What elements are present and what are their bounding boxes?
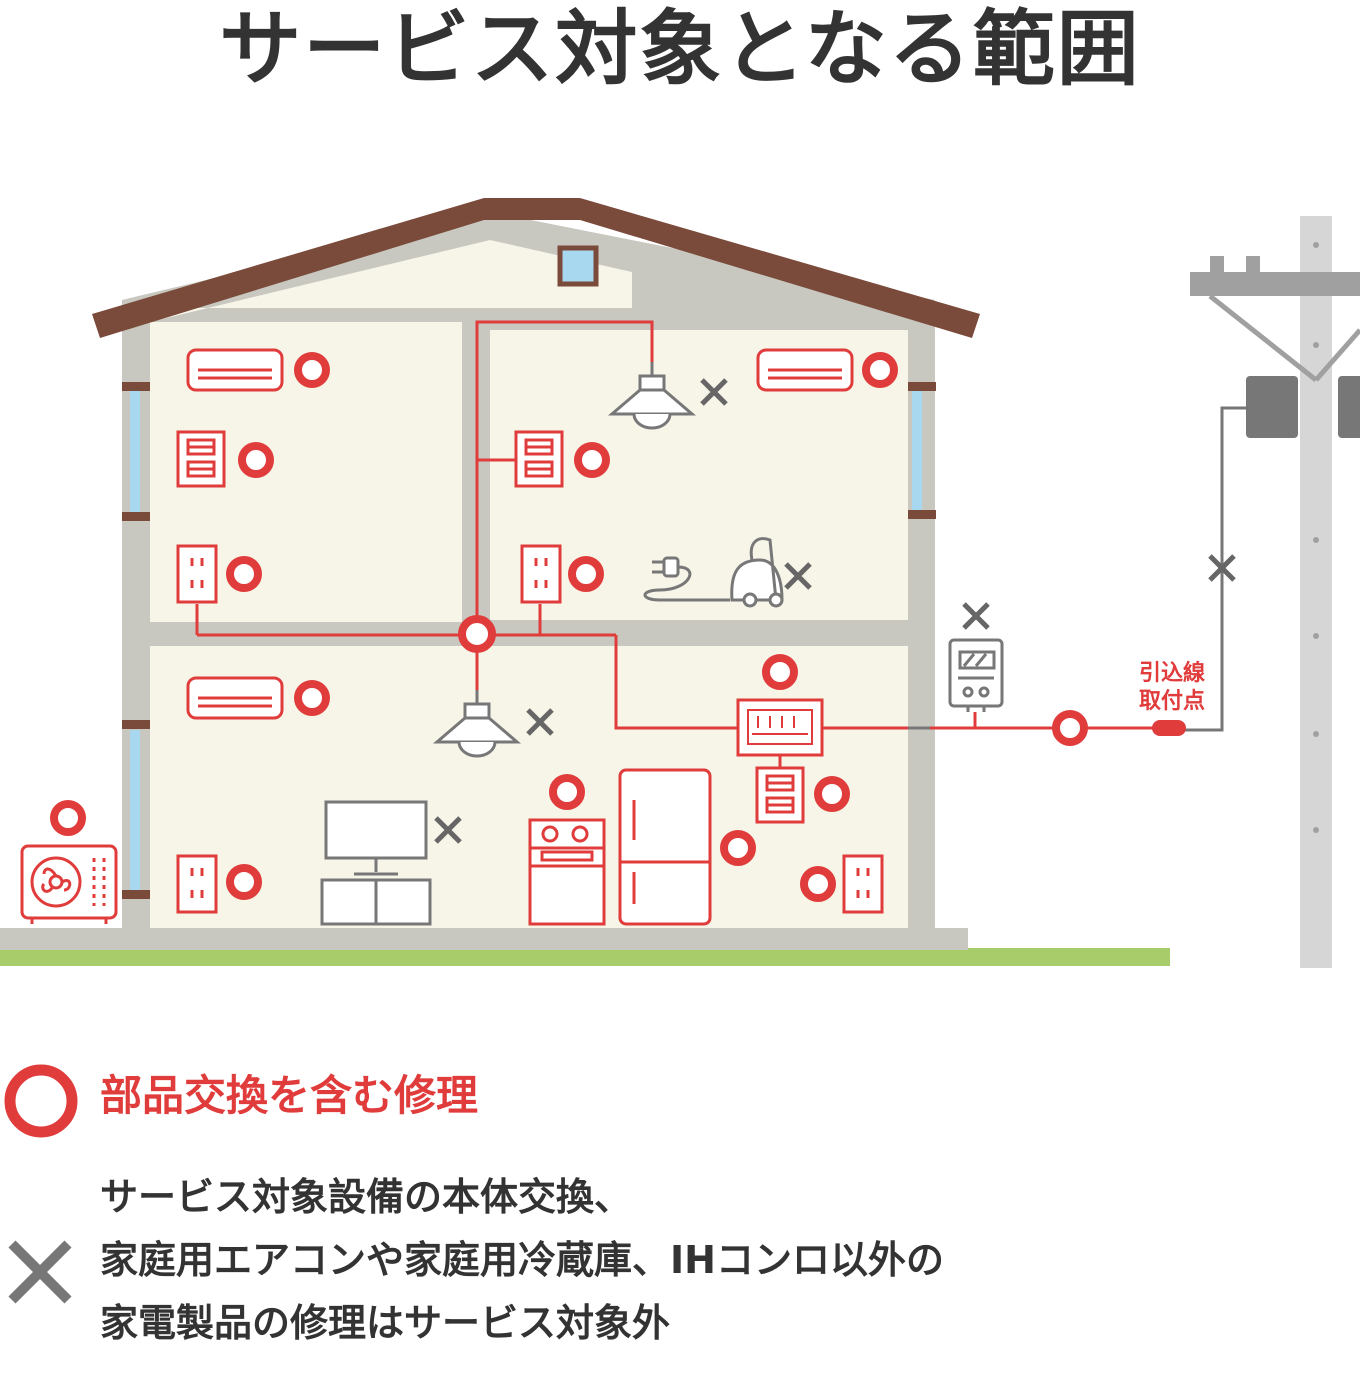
attic-window [557, 245, 599, 287]
legend-ok-label: 部品交換を含む修理 [100, 1071, 479, 1120]
ok-mark [866, 356, 894, 384]
ok-mark [572, 560, 600, 588]
aircon-icon [186, 676, 284, 720]
house-diagram: 引込線 取付点 [0, 198, 1360, 968]
window-left-upper [130, 390, 140, 512]
legend-ng-line-2: 家庭用エアコンや家庭用冷蔵庫、IHコンロ以外の [100, 1238, 944, 1282]
foundation [0, 928, 968, 950]
distribution-board-icon [736, 698, 824, 757]
outlet-icon [520, 544, 562, 604]
ok-mark [818, 780, 846, 808]
roof [92, 198, 980, 338]
outlet-icon [176, 854, 218, 914]
legend-ng-label: サービス対象設備の本体交換、 家庭用エアコンや家庭用冷蔵庫、IHコンロ以外の 家… [100, 1166, 944, 1355]
ok-mark [578, 446, 606, 474]
ok-mark [230, 868, 258, 896]
vacuum-icon [643, 537, 784, 608]
window-right-upper [912, 390, 922, 510]
window-left-lower [130, 730, 140, 890]
ok-mark [298, 356, 326, 384]
ih-stove-icon [528, 818, 606, 926]
aircon-icon [756, 348, 854, 392]
outlet-icon [842, 854, 884, 914]
electric-meter-icon [948, 638, 1004, 712]
ok-mark [766, 658, 794, 686]
page-title: サービス対象となる範囲 [219, 2, 1141, 97]
outdoor-ac-unit-icon [20, 844, 118, 924]
ng-mark [964, 604, 988, 628]
ok-mark [1056, 714, 1084, 742]
switch-icon [176, 430, 226, 488]
ground [0, 948, 1170, 966]
utility-pole [1180, 216, 1360, 968]
ok-mark [298, 684, 326, 712]
ok-mark [54, 804, 82, 832]
legend-ng-line-3: 家電製品の修理はサービス対象外 [100, 1301, 671, 1345]
ok-mark [804, 870, 832, 898]
red-circle-icon [4, 1064, 78, 1138]
aircon-icon [186, 348, 284, 392]
ok-mark [230, 560, 258, 588]
gray-cross-icon [8, 1240, 72, 1304]
switch-icon [755, 766, 805, 824]
junction-ok-mark [458, 615, 496, 653]
fridge-icon [618, 768, 712, 926]
tv-icon [320, 800, 432, 926]
ok-mark [242, 446, 270, 474]
drop-point-label-line2: 取付点 [1139, 688, 1205, 714]
ok-mark [724, 834, 752, 862]
service-drop-connector-icon [1152, 720, 1186, 736]
outlet-icon [176, 544, 218, 604]
ok-mark [553, 778, 581, 806]
drop-point-label-line1: 引込線 [1139, 660, 1205, 686]
legend-ng-line-1: サービス対象設備の本体交換、 [100, 1175, 633, 1219]
switch-icon [514, 430, 564, 488]
